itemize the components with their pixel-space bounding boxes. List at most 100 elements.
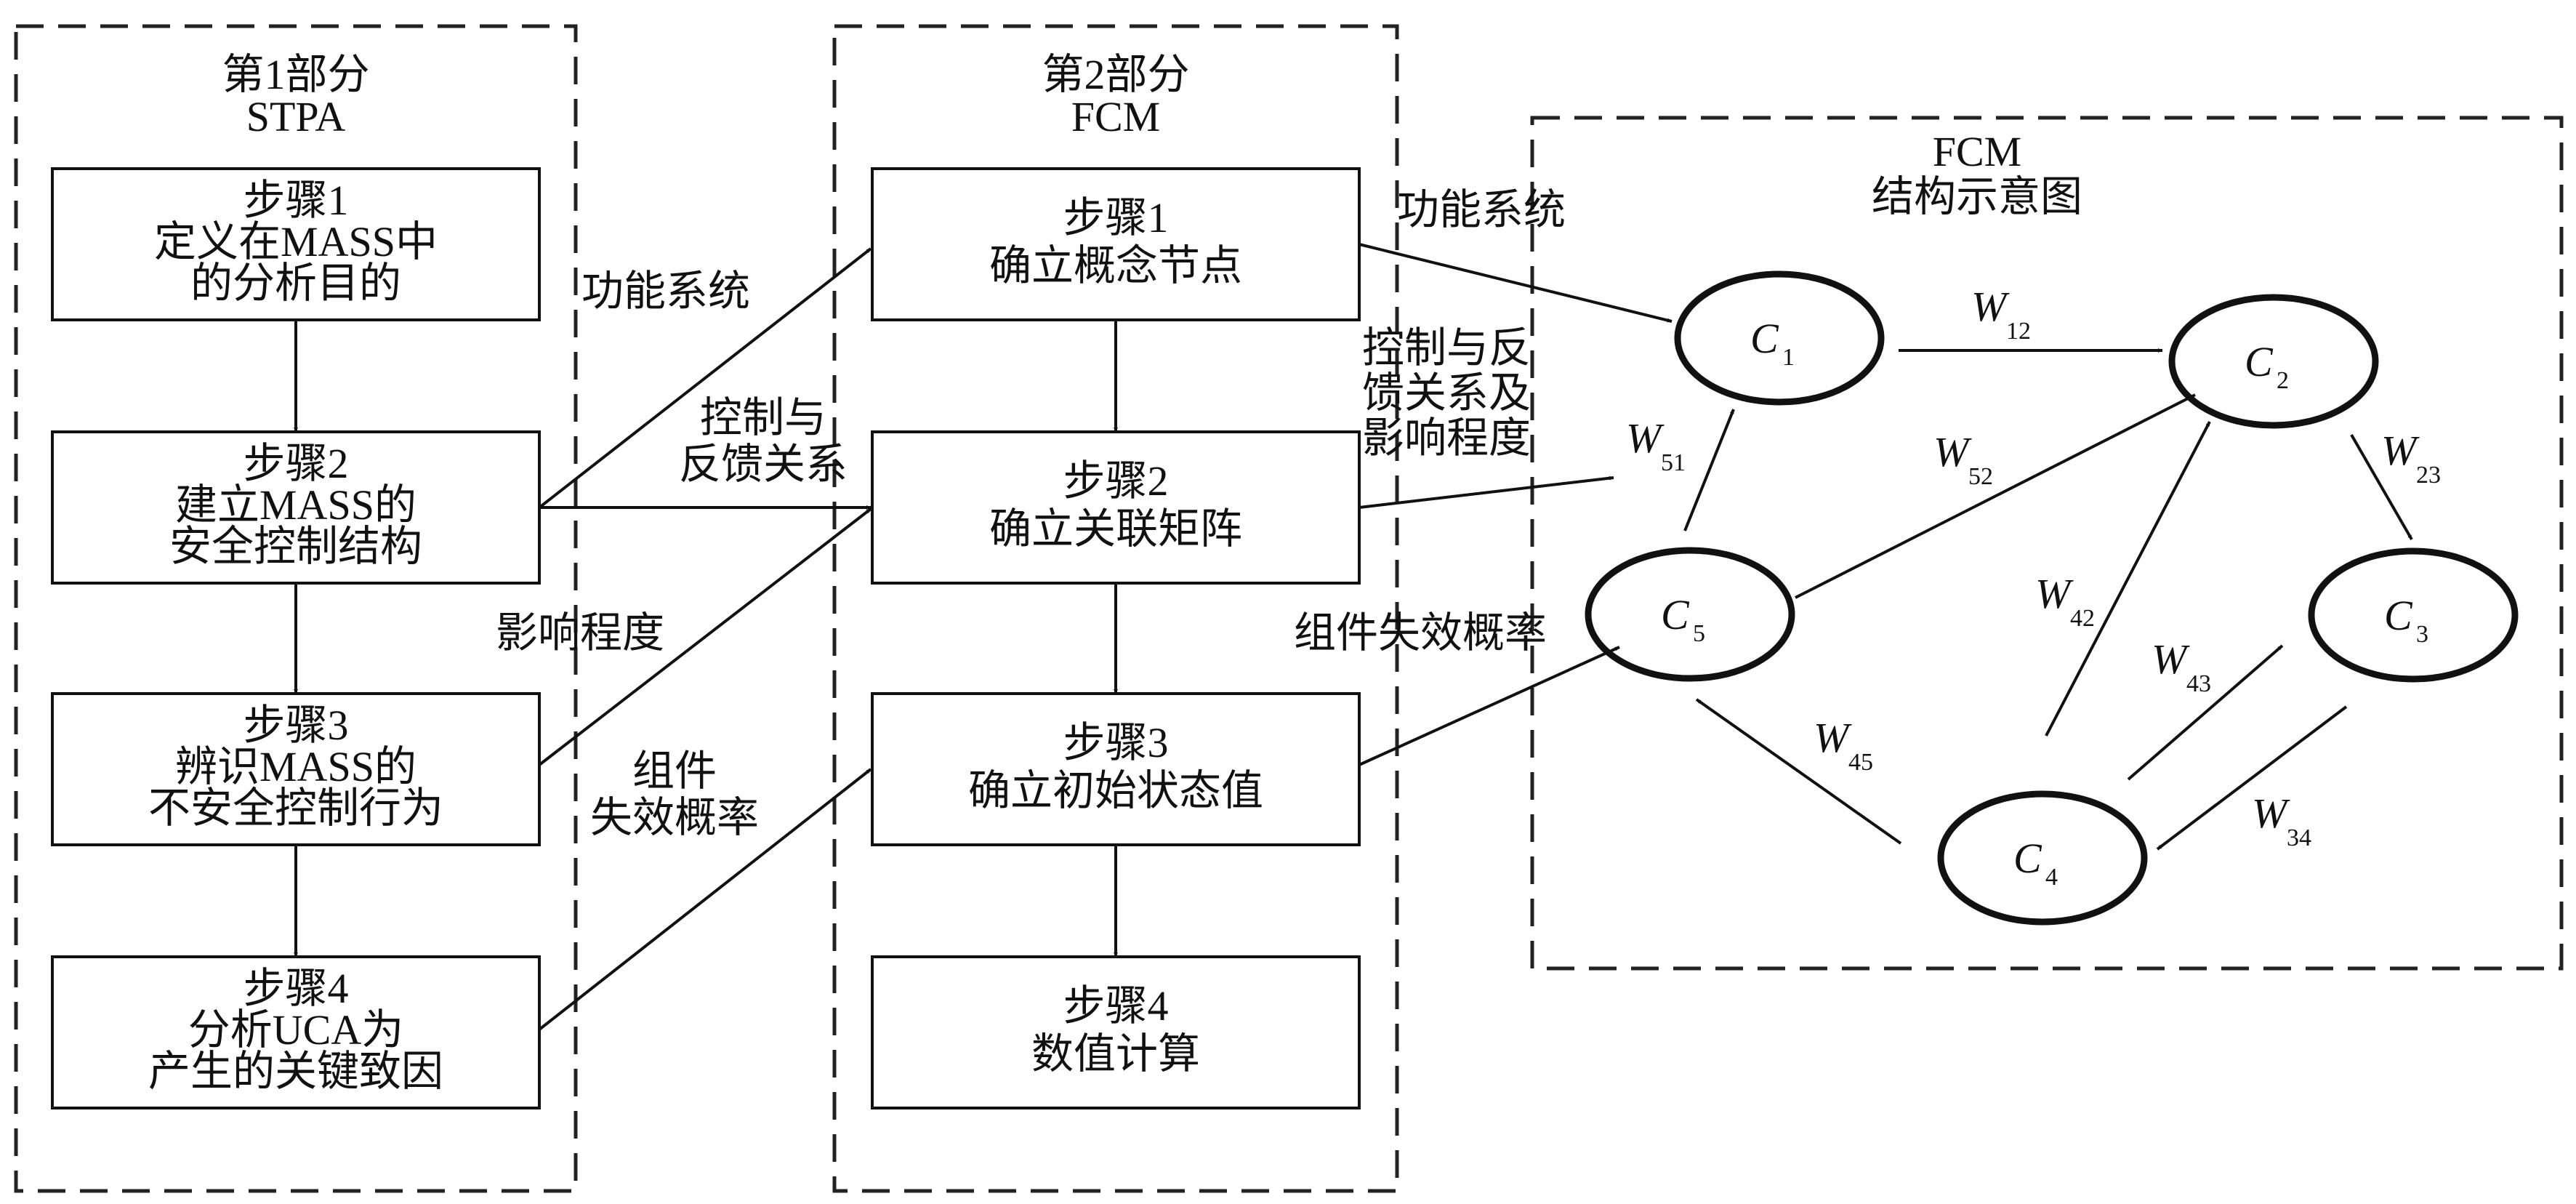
node-c4-sub: 4 (2045, 864, 2058, 891)
label-control-right-line2: 馈关系及 (1362, 369, 1531, 417)
weight-w45: W 45 (1814, 714, 1873, 776)
stpa-step-4-line2: 分析UCA为 (188, 1006, 403, 1054)
stpa-step-1-box: 步骤1 定义在MASS中 的分析目的 (51, 167, 541, 321)
stpa-step-2-line2: 建立MASS的 (175, 481, 416, 529)
stpa-panel-title-line1: 第1部分 (222, 51, 369, 98)
fcm-structure-panel-border (1530, 116, 2564, 971)
fcm-panel-title-line2: FCM (1071, 93, 1161, 140)
weight-w34-sub: 34 (2287, 824, 2311, 851)
node-c4-letter: C (2013, 835, 2042, 882)
fcm-step-4-line1: 步骤4 (1063, 982, 1168, 1030)
label-control-right-line3: 影响程度 (1362, 414, 1531, 462)
label-influence-degree-left: 影响程度 (496, 609, 664, 657)
label-failure-left-line1: 组件 (632, 747, 717, 795)
stpa-step-1-line1: 步骤1 (243, 177, 348, 224)
fcm-step-1-line1: 步骤1 (1063, 194, 1168, 241)
stpa-panel: 第1部分 STPA 步骤1 定义在MASS中 的分析目的 步骤2 建立MASS的… (14, 24, 578, 1193)
link-stpa4-to-fcm3 (538, 768, 872, 1031)
fcm-panel-title-line1: 第2部分 (1042, 51, 1189, 98)
link-fcm1-to-c1 (1359, 243, 1673, 323)
stpa-step-2-line1: 步骤2 (243, 440, 348, 487)
fcm-step-4-line2: 数值计算 (1031, 1030, 1200, 1077)
stpa-step-4-line3: 产生的关键致因 (148, 1048, 443, 1095)
weight-w34-letter: W (2252, 790, 2290, 837)
fcm-step-1-line2: 确立概念节点 (989, 242, 1242, 289)
weight-w12-sub: 12 (2006, 318, 2031, 345)
fcm-step-3-box: 步骤3 确立初始状态值 (871, 692, 1361, 846)
stpa-step-2-line3: 安全控制结构 (169, 523, 422, 570)
edge-c4-c5 (1695, 698, 1902, 845)
weight-w43-sub: 43 (2186, 670, 2211, 697)
label-control-feedback-left-line1: 控制与 (700, 394, 826, 441)
stpa-step-3-line1: 步骤3 (243, 702, 348, 749)
weight-w42-letter: W (2035, 570, 2074, 617)
node-c2-letter: C (2245, 338, 2274, 385)
node-c3-sub: 3 (2416, 621, 2428, 648)
node-c5-sub: 5 (1693, 620, 1705, 647)
weight-w43-letter: W (2152, 635, 2190, 683)
label-control-feedback-left-line2: 反馈关系 (679, 441, 848, 488)
edge-c4-c2 (2045, 421, 2211, 737)
weight-w12-letter: W (1971, 283, 2010, 330)
fcm-structure-title-line1: FCM (1933, 128, 2022, 175)
node-c1: C 1 (1674, 270, 1885, 406)
stpa-step-1-line2: 定义在MASS中 (154, 218, 438, 265)
link-fcm2-to-w51 (1359, 475, 1614, 509)
node-c1-sub: 1 (1782, 344, 1795, 371)
weight-w23-letter: W (2381, 427, 2420, 474)
weight-w23-sub: 23 (2416, 462, 2441, 489)
stpa-to-fcm-links: 功能系统 控制与 反馈关系 影响程度 组件 失效概率 (496, 247, 872, 1031)
fcm-step-2-box: 步骤2 确立关联矩阵 (871, 430, 1361, 585)
label-failure-left-line2: 失效概率 (590, 794, 759, 841)
fcm-step-4-box: 步骤4 数值计算 (871, 955, 1361, 1109)
edge-c5-c2 (1795, 393, 2196, 599)
stpa-step-3-line3: 不安全控制行为 (148, 784, 443, 832)
label-failure-probability-right: 组件失效概率 (1294, 609, 1547, 657)
weight-w45-sub: 45 (1848, 749, 1873, 776)
stpa-step-1-line3: 的分析目的 (190, 260, 401, 307)
stpa-panel-title-line2: STPA (246, 93, 346, 140)
link-fcm3-to-c5 (1359, 646, 1620, 766)
weight-w52-letter: W (1933, 428, 1972, 475)
fcm-step-1-box: 步骤1 确立概念节点 (871, 167, 1361, 321)
node-c4: C 4 (1937, 790, 2148, 926)
edge-c2-c3 (2350, 434, 2413, 540)
stpa-step-2-box: 步骤2 建立MASS的 安全控制结构 (51, 430, 541, 585)
node-c3-letter: C (2384, 592, 2413, 639)
weight-w52: W 52 (1933, 428, 1993, 490)
weight-w42-sub: 42 (2070, 605, 2095, 632)
stpa-panel-border (14, 24, 578, 1193)
label-functional-system-left: 功能系统 (581, 268, 750, 315)
stpa-step-3-box: 步骤3 辨识MASS的 不安全控制行为 (51, 692, 541, 846)
fcm-step-3-line1: 步骤3 (1063, 719, 1168, 766)
fcm-panel: 第2部分 FCM 步骤1 确立概念节点 步骤2 确立关联矩阵 步骤3 确立初始状… (832, 24, 1399, 1193)
stpa-step-3-line2: 辨识MASS的 (175, 743, 416, 790)
fcm-step-2-line2: 确立关联矩阵 (989, 505, 1242, 553)
node-c5-letter: C (1661, 591, 1690, 638)
node-c5: C 5 (1585, 547, 1795, 682)
stpa-step-4-box: 步骤4 分析UCA为 产生的关键致因 (51, 955, 541, 1109)
fcm-step-2-line1: 步骤2 (1063, 457, 1168, 505)
node-c1-letter: C (1750, 315, 1779, 362)
weight-w45-letter: W (1814, 714, 1852, 761)
link-stpa2-to-fcm1 (538, 247, 872, 509)
node-c2-sub: 2 (2277, 367, 2289, 394)
fcm-step-3-line2: 确立初始状态值 (968, 767, 1263, 814)
weight-w42: W 42 (2035, 570, 2095, 632)
weight-w34: W 34 (2252, 790, 2311, 851)
weight-w51-sub: 51 (1661, 449, 1686, 476)
edge-c3-c4 (2156, 705, 2348, 851)
weight-w12: W 12 (1971, 283, 2031, 345)
stpa-step-4-line1: 步骤4 (243, 965, 348, 1012)
label-functional-system-right: 功能系统 (1397, 186, 1566, 233)
fcm-structure-title-line2: 结构示意图 (1872, 173, 2082, 220)
weight-w43: W 43 (2152, 635, 2211, 697)
link-stpa3-to-fcm2 (538, 507, 872, 766)
node-c3: C 3 (2308, 547, 2519, 683)
fcm-to-structure-links: 功能系统 控制与反 馈关系及 影响程度 组件失效概率 (1294, 186, 1673, 766)
weight-w52-sub: 52 (1968, 463, 1993, 490)
fcm-structure-panel: FCM 结构示意图 C 1 C 2 C 3 C 4 C 5 (1530, 116, 2564, 971)
weight-w51: W 51 (1626, 414, 1686, 476)
edge-c4-c3 (2127, 644, 2284, 781)
